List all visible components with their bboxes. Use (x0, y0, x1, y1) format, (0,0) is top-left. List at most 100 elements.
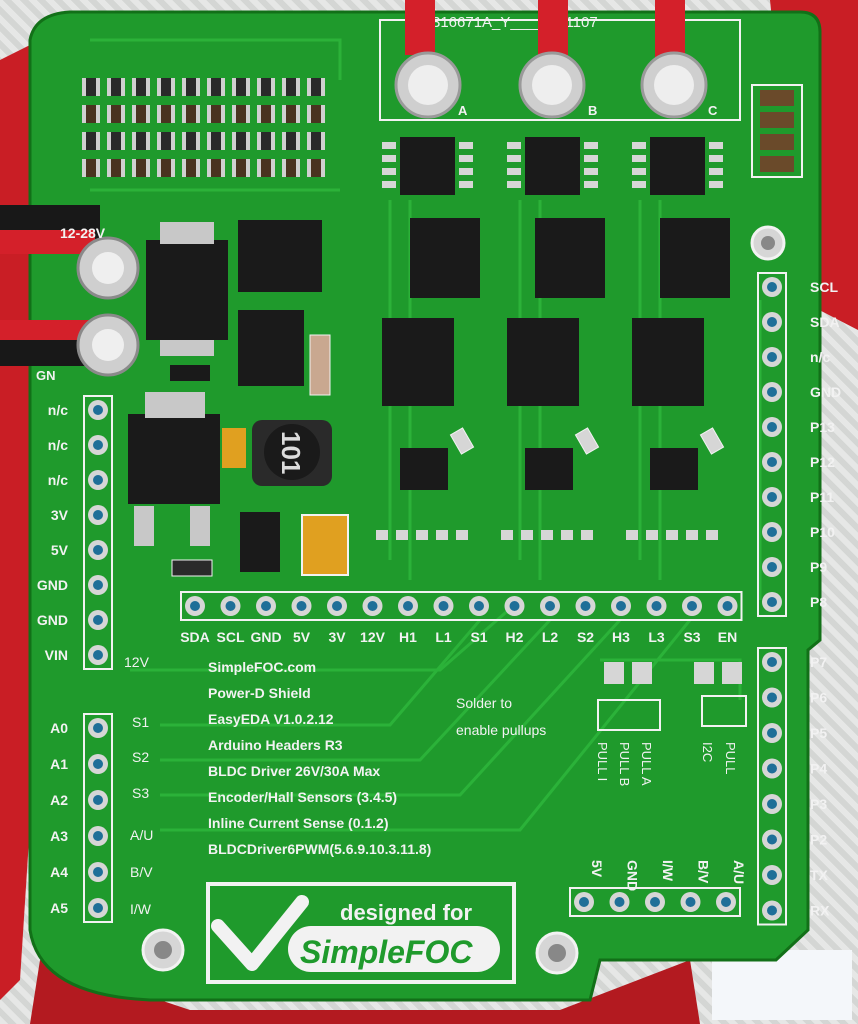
bottom-header-label: 3V (328, 629, 346, 645)
pull-label: PULL (723, 742, 738, 775)
left-analog-label: A1 (50, 756, 68, 772)
smd-caps-top-right (751, 84, 803, 178)
logo-name-text: SimpleFOC (300, 934, 473, 970)
phase-wires (394, 0, 708, 119)
right-header-top-label: P10 (810, 524, 835, 540)
right-header-bottom-label: RX (810, 903, 830, 919)
left-analog-label: A5 (50, 900, 68, 916)
gnd-label: GN (36, 368, 56, 383)
left-analog-label: A0 (50, 720, 68, 736)
right-header-top-label: P12 (810, 454, 835, 470)
motor-header-label: I/W (660, 860, 676, 882)
info-line: Inline Current Sense (0.1.2) (208, 815, 389, 831)
left-analog-label: A4 (50, 864, 68, 880)
phase-label-c: C (708, 103, 718, 118)
left-header-label: GND (37, 612, 68, 628)
driver-chips (376, 137, 730, 540)
signal-iw: I/W (130, 901, 152, 917)
pullup-jumpers (597, 662, 747, 731)
regulators (128, 220, 349, 577)
left-header: n/c n/c n/c 3V 5V GND GND VIN (37, 395, 113, 670)
left-header-label: n/c (48, 437, 68, 453)
pull-i-label: PULL I (595, 742, 610, 781)
right-header-bottom-label: P2 (810, 832, 827, 848)
bottom-header-label: L2 (542, 629, 559, 645)
right-header-bottom-label: P3 (810, 796, 827, 812)
bottom-header-label: 12V (360, 629, 386, 645)
signal-bv: B/V (130, 864, 153, 880)
white-tape (712, 950, 852, 1020)
right-header-top-label: P11 (810, 489, 834, 505)
i2c-label: I2C (700, 742, 715, 762)
signal-s2: S2 (132, 749, 149, 765)
power-label: 12-28V (60, 225, 106, 241)
info-line: BLDCDriver6PWM(5.6.9.10.3.11.8) (208, 841, 431, 857)
simplefoc-logo (206, 882, 516, 984)
bottom-header-label: EN (718, 629, 737, 645)
right-header-top-label: P13 (810, 419, 835, 435)
right-header-bottom-label: P7 (810, 654, 827, 670)
right-header-top-label: n/c (810, 349, 830, 365)
solder-note-line-1: Solder to (456, 695, 512, 711)
pull-a-label: PULL A (639, 742, 654, 786)
motor-header: 5V GND I/W B/V A/U (569, 860, 747, 917)
check-icon (211, 895, 309, 971)
left-analog-label: A2 (50, 792, 68, 808)
info-line: Encoder/Hall Sensors (3.4.5) (208, 789, 397, 805)
bottom-header-label: SCL (217, 629, 245, 645)
right-header-top-label: SDA (810, 314, 840, 330)
phase-label-b: B (588, 103, 597, 118)
smd-array (82, 78, 325, 177)
motor-header-label: A/U (731, 860, 747, 884)
signal-s1: S1 (132, 714, 149, 730)
solder-note-line-2: enable pullups (456, 722, 546, 738)
phase-label-a: A (458, 103, 468, 118)
right-header-bottom-label: P4 (810, 761, 827, 777)
part-number: 316671A_Y____-221107 (432, 14, 598, 31)
motor-header-label: 5V (589, 860, 605, 878)
bottom-header-label: H1 (399, 629, 417, 645)
signal-s3: S3 (132, 785, 149, 801)
motor-header-label: GND (625, 860, 641, 891)
right-header-bottom-label: P5 (810, 725, 827, 741)
bottom-header-label: GND (250, 629, 281, 645)
motor-header-label: B/V (696, 860, 712, 884)
left-header-label: 5V (51, 542, 69, 558)
info-line: SimpleFOC.com (208, 659, 316, 675)
signal-12v: 12V (124, 654, 150, 670)
bottom-header-label: 5V (293, 629, 311, 645)
bottom-header-label: S1 (470, 629, 487, 645)
logo-top-text: designed for (340, 900, 472, 925)
power-input (0, 205, 140, 377)
bottom-header-label: L3 (648, 629, 665, 645)
left-header-label: n/c (48, 472, 68, 488)
red-foam-bottom (30, 960, 700, 1024)
left-header-label: n/c (48, 402, 68, 418)
right-header-top-label: SCL (810, 279, 838, 295)
bottom-header-label: L1 (435, 629, 452, 645)
info-line: Arduino Headers R3 (208, 737, 343, 753)
right-header-bottom-label: P6 (810, 690, 827, 706)
left-header-label: 3V (51, 507, 69, 523)
inductor-label: 101 (276, 431, 306, 474)
info-line: BLDC Driver 26V/30A Max (208, 763, 380, 779)
right-header-top-label: GND (810, 384, 841, 400)
left-header-label: GND (37, 577, 68, 593)
right-header-top-label: P8 (810, 594, 827, 610)
left-header-label: VIN (45, 647, 68, 663)
right-header-top-label: P9 (810, 559, 827, 575)
info-line: Power-D Shield (208, 685, 311, 701)
bottom-header-label: SDA (180, 629, 210, 645)
bottom-header-label: S2 (577, 629, 594, 645)
signal-au: A/U (130, 827, 153, 843)
pull-b-label: PULL B (617, 742, 632, 786)
left-analog-label: A3 (50, 828, 68, 844)
bottom-header-label: H2 (506, 629, 524, 645)
